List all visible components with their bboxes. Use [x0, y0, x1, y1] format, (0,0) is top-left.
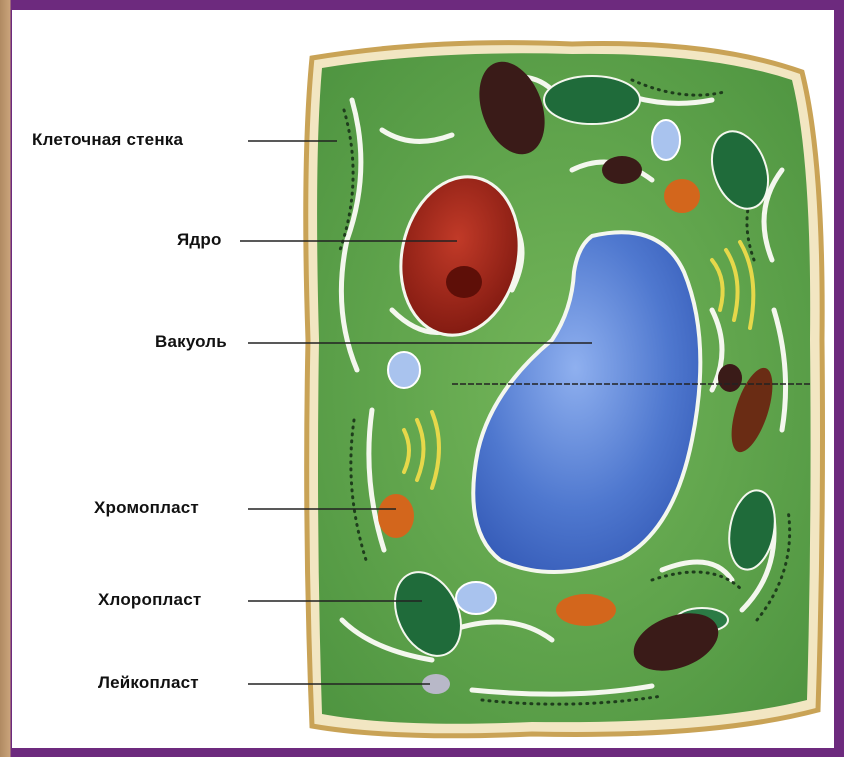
label-nucleus: Ядро	[177, 230, 222, 250]
label-cell-wall: Клеточная стенка	[32, 130, 183, 150]
diagram-panel: Клеточная стенка Ядро Вакуоль Хромопласт…	[12, 10, 834, 748]
label-chloroplast: Хлоропласт	[98, 590, 201, 610]
label-leucoplast: Лейкопласт	[98, 673, 199, 693]
label-chromoplast: Хромопласт	[94, 498, 199, 518]
label-vacuole: Вакуоль	[155, 332, 227, 352]
